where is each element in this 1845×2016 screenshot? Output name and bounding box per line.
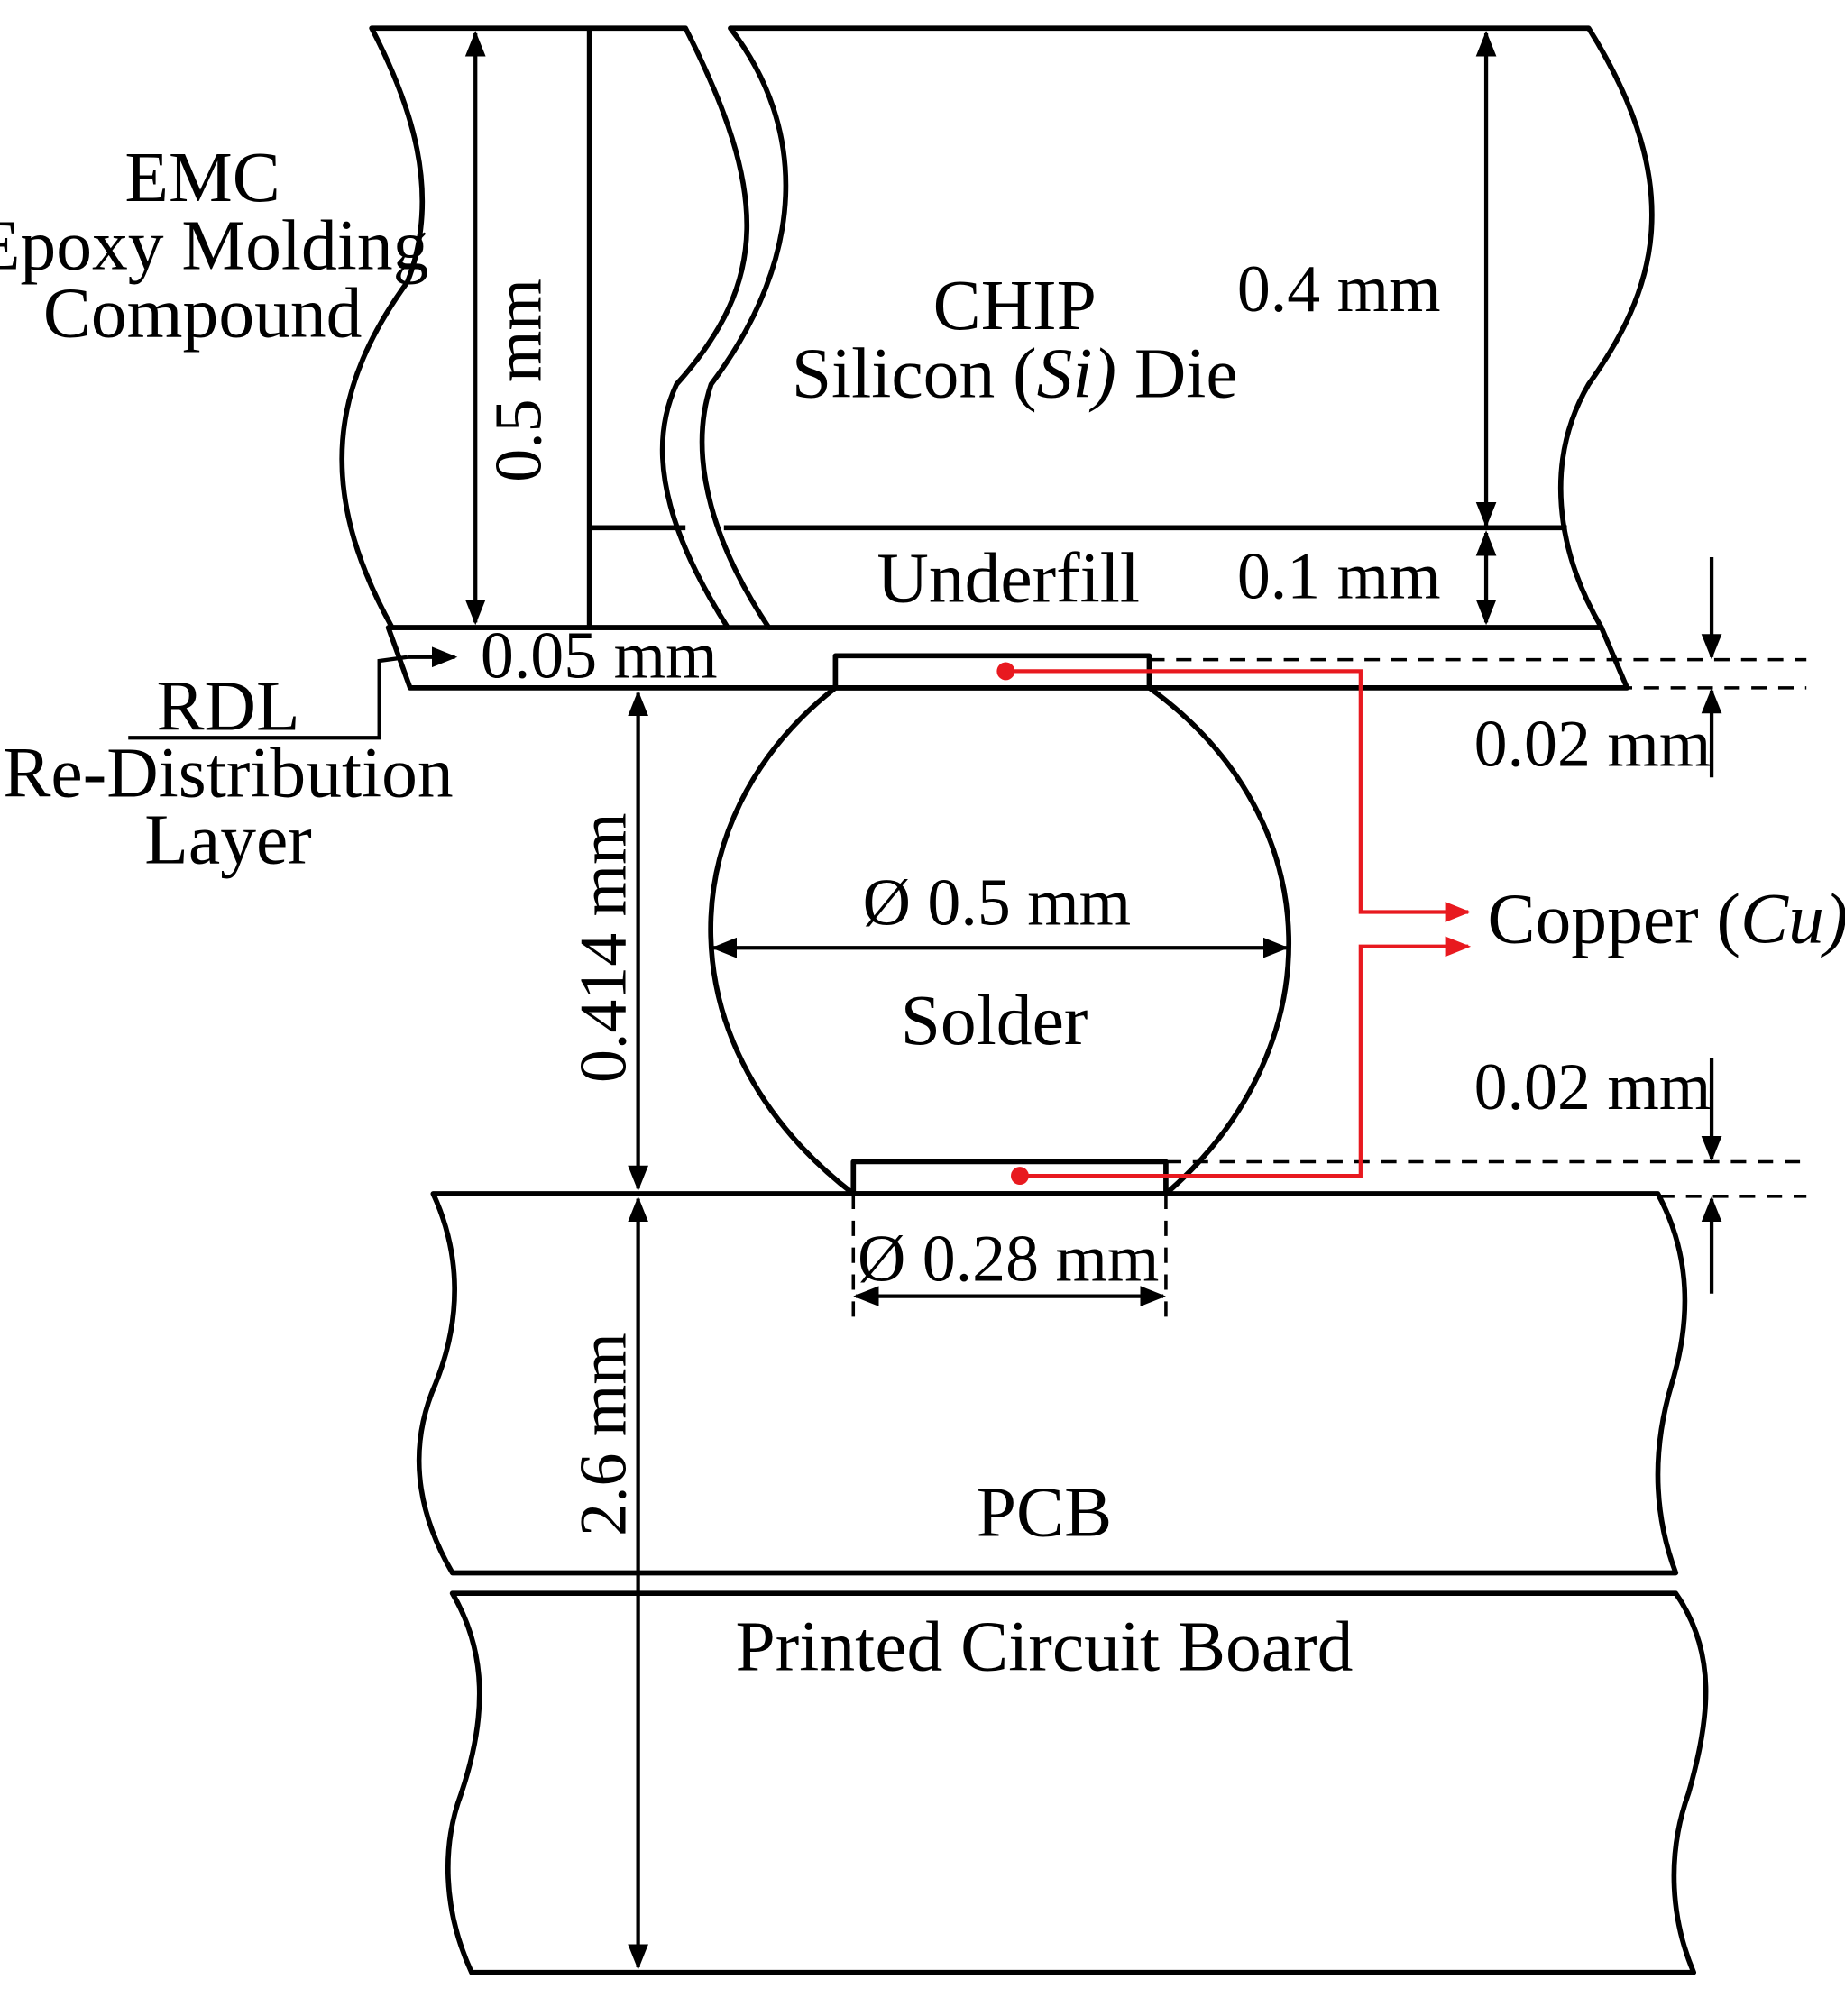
chip-label-line2-prefix: Silicon ( [792,334,1037,413]
rdl-height-label: 0.05 mm [481,618,718,692]
emc-label-line3: Compound [43,274,363,353]
copper-label-prefix: Copper ( [1487,880,1740,959]
rdl-label-line1: RDL [156,667,299,747]
top-pad-height-label: 0.02 mm [1474,707,1712,781]
chip-block [699,25,1655,630]
underfill-height-label: 0.1 mm [1237,538,1441,612]
chip-label-line1: CHIP [933,266,1097,345]
copper-label: Copper (Cu) [1487,880,1845,959]
bottom-pad-height-label: 0.02 mm [1474,1049,1712,1123]
ball-diameter-label: Ø 0.5 mm [863,866,1132,939]
pad-diameter-label: Ø 0.28 mm [858,1222,1159,1296]
solder-ball [708,685,1291,1196]
pcb-lower-block [445,1590,1709,1975]
solder-label: Solder [901,981,1088,1060]
underfill-label: Underfill [877,539,1140,619]
pcb-height-label: 2.6 mm [565,1333,639,1536]
rdl-label-line3: Layer [144,800,311,879]
emc-height-label: 0.5 mm [482,279,555,482]
chip-label-line2: Silicon (Si) Die [792,334,1238,413]
chip-label-line2-suffix: Die [1116,334,1238,413]
chip-height-label: 0.4 mm [1237,252,1441,325]
bottom-copper-leader-line [1019,936,1472,1178]
rdl-label-line2: Re-Distribution [3,734,453,813]
top-copper-leader-line [1005,669,1472,922]
emc-label-line1: EMC [124,138,280,217]
copper-label-italic: Cu) [1740,880,1845,959]
pcb-full-label: Printed Circuit Board [736,1607,1354,1686]
emc-label-line2: Epoxy Molding [0,206,428,285]
pcb-label: PCB [977,1472,1112,1552]
chip-label-line2-italic: Si) [1037,334,1116,413]
solder-height-label: 0.414 mm [565,812,639,1083]
rdl-leader-line [128,655,408,740]
pcb-upper-block [416,1191,1688,1576]
